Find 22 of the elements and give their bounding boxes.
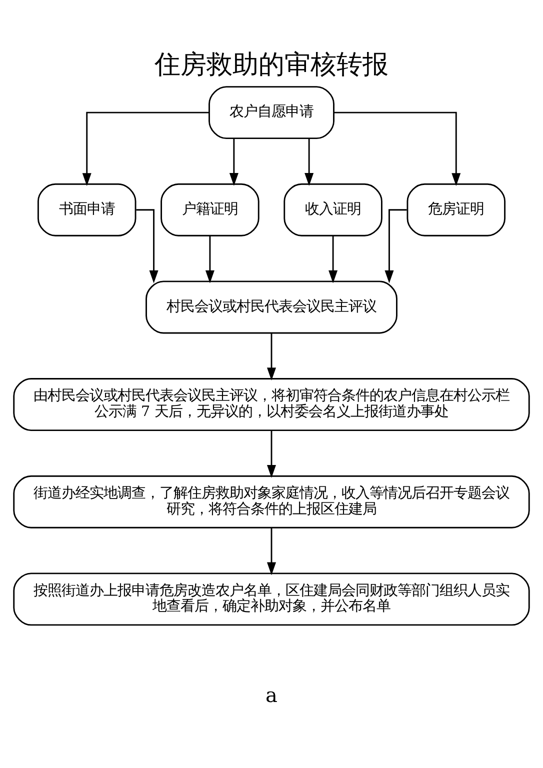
arrow: [266, 430, 276, 478]
node-box: 村民会议或村民代表会议民主评议: [146, 280, 398, 334]
arrow: [328, 235, 338, 283]
arrow: [304, 138, 314, 186]
arrow: [82, 111, 209, 186]
node-box: 收入证明: [284, 182, 382, 236]
node-box: 危房证明: [406, 182, 506, 236]
node-box: 农户自愿申请: [208, 86, 334, 139]
arrow: [384, 208, 407, 283]
label: a: [266, 682, 278, 706]
arrow: [266, 332, 276, 380]
node-box: 按照街道办上报申请危房改造农户名单，区住建局会同财政等部门组织人员实地查看后，确定补助对象，并公布名单: [13, 572, 530, 626]
node-box: 街道办经实地调查，了解住房救助对象家庭情况，收入等情况后召开专题会议研究，将符合条件的上报区住建局: [13, 474, 530, 528]
arrow: [334, 111, 461, 186]
node-box: 户籍证明: [160, 182, 260, 236]
diagram-title: 住房救助的审核转报: [154, 50, 388, 80]
node-box: 由村民会议或村民代表会议民主评议，将初审符合条件的农户信息在村公示栏公示满 7 天后，无异议的，以村委会名义上报街道办事处: [13, 378, 530, 431]
arrow: [229, 138, 238, 186]
node-box: 书面申请: [37, 182, 136, 236]
arrow: [136, 208, 158, 283]
arrow: [205, 235, 214, 283]
arrow: [266, 527, 276, 575]
